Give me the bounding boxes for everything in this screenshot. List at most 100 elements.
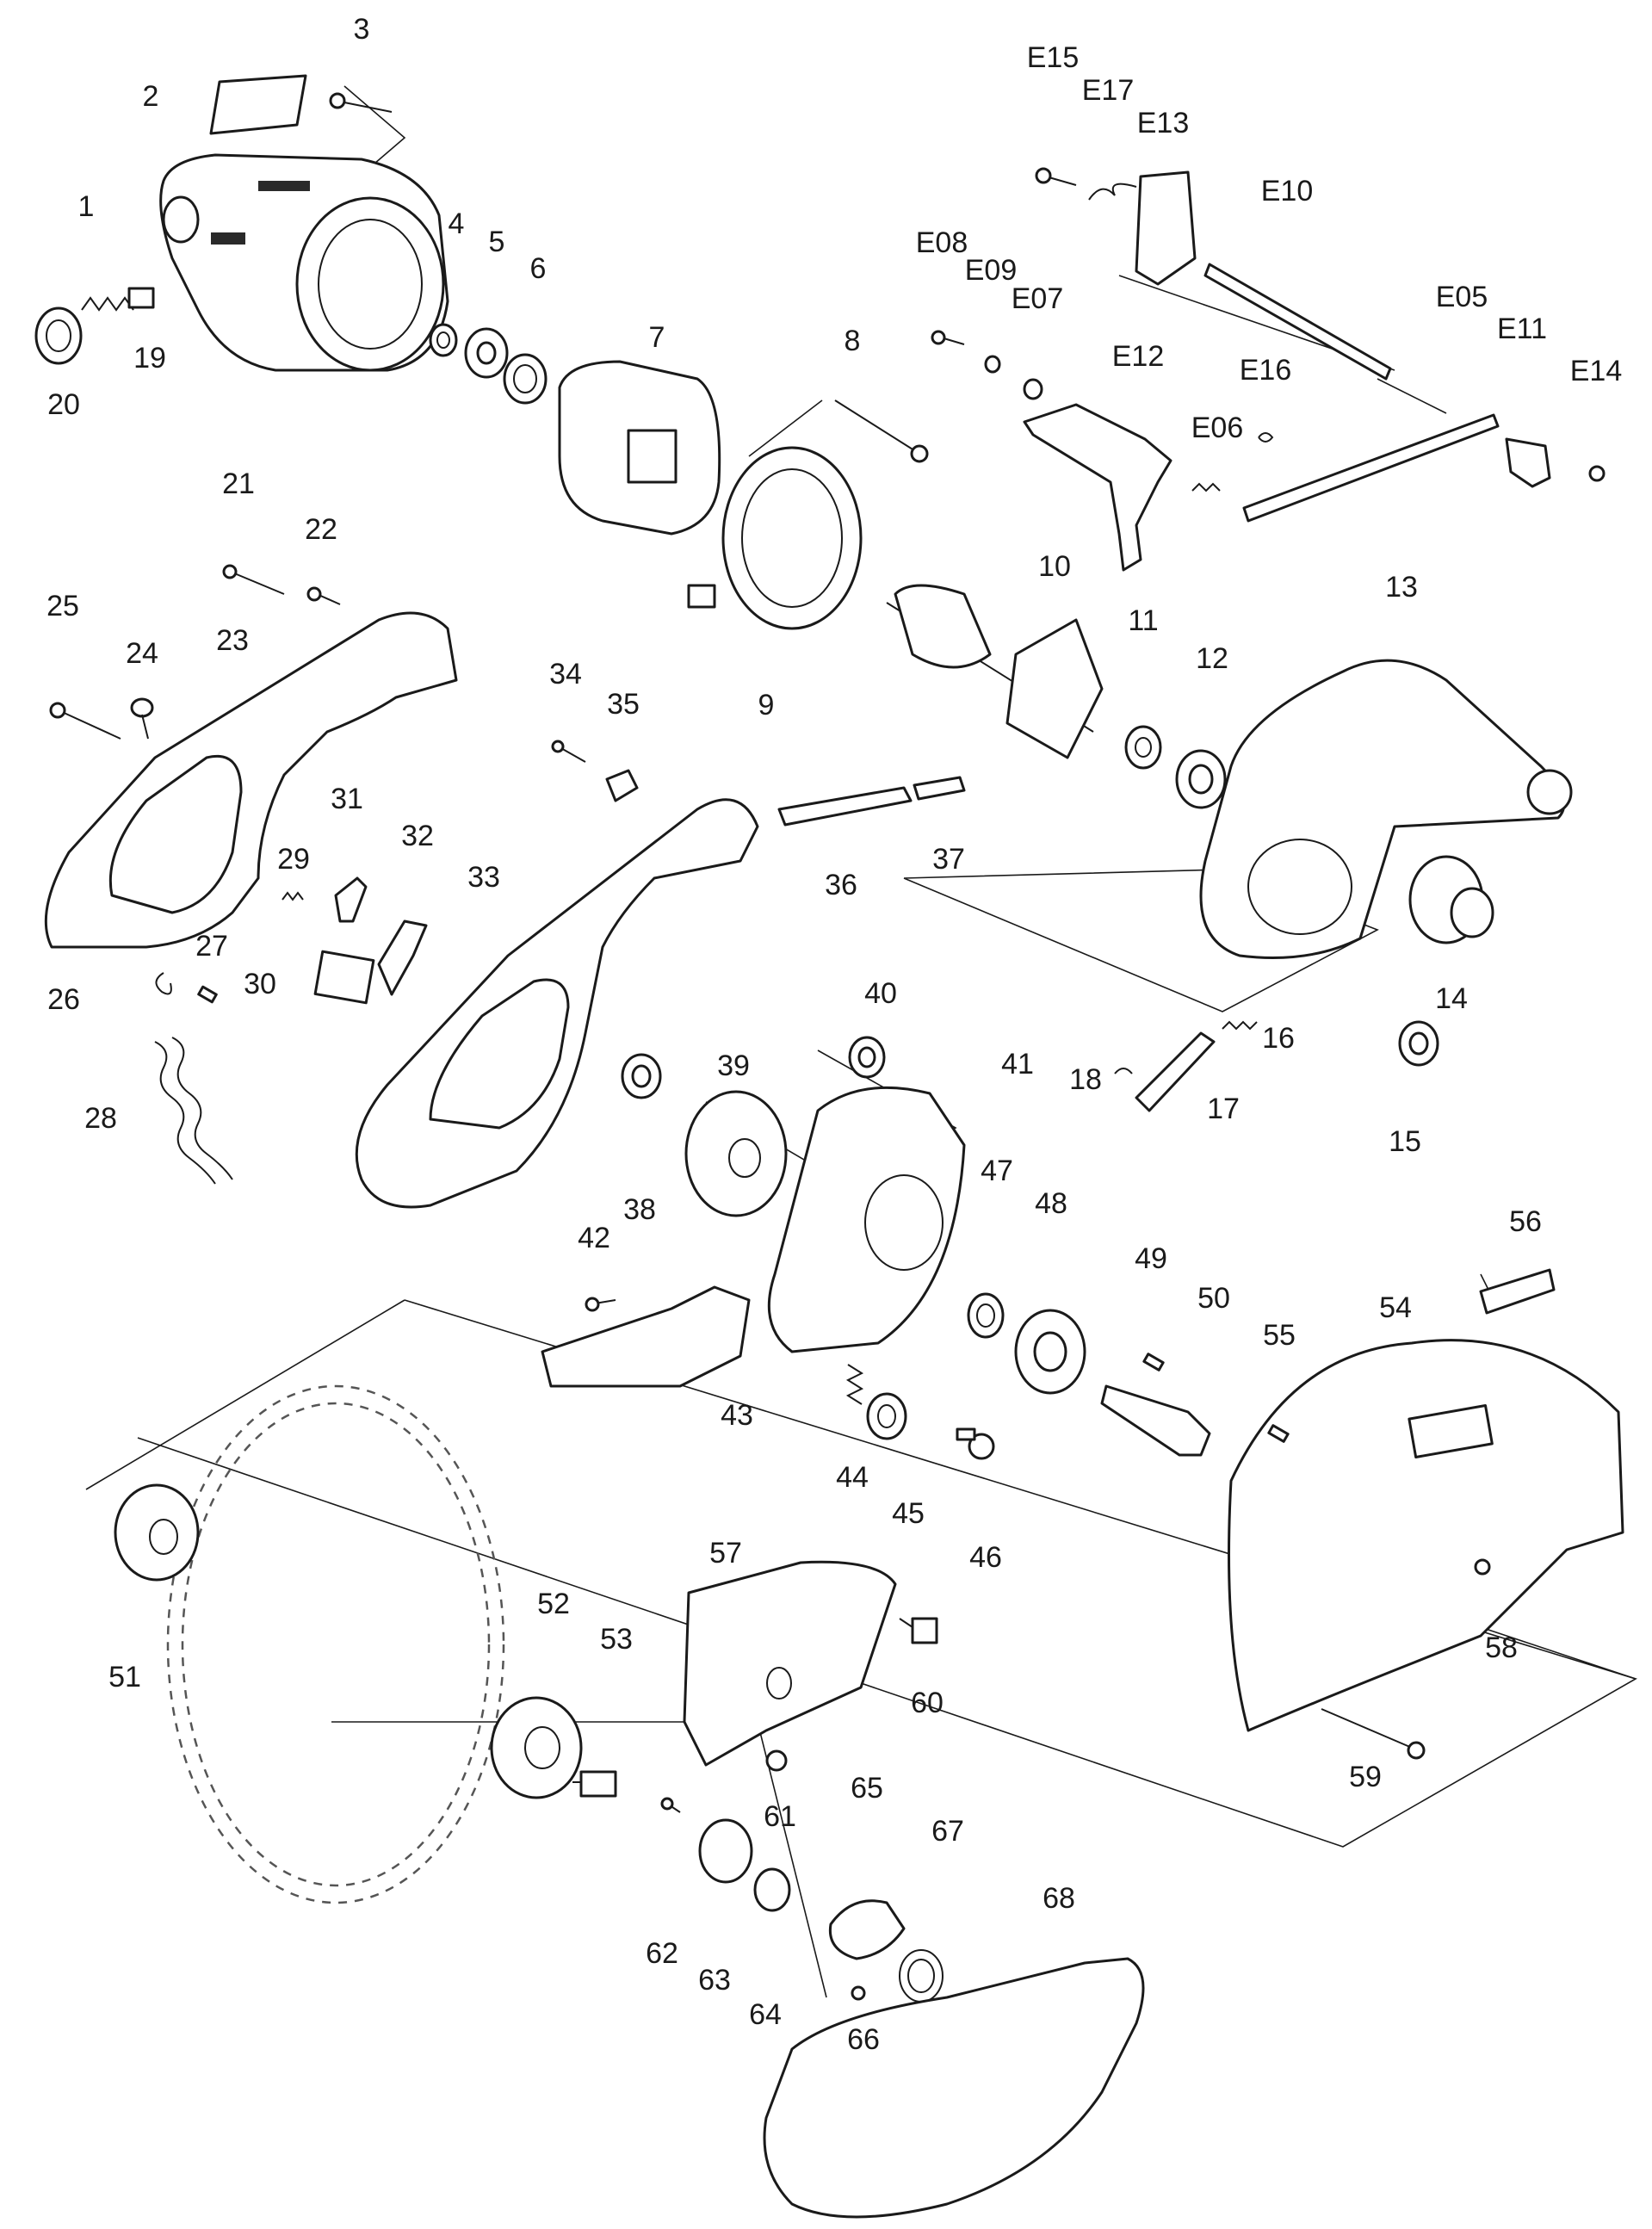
brush-holder-19 <box>81 287 155 312</box>
washer-E07 <box>1023 378 1043 400</box>
switch-trigger-32 <box>377 919 428 996</box>
part-label-47: 47 <box>981 1155 1013 1187</box>
screw-61 <box>765 1749 788 1772</box>
part-label-7: 7 <box>649 321 665 354</box>
safety-cover-54 <box>1228 1339 1624 1732</box>
gear-39 <box>684 1090 788 1217</box>
part-label-e15: E15 <box>1027 41 1080 74</box>
part-label-31: 31 <box>331 783 363 815</box>
part-label-e06: E06 <box>1191 412 1244 444</box>
spring-16 <box>1222 1020 1258 1031</box>
bearing-5 <box>464 327 509 379</box>
pin-27 <box>197 985 218 1004</box>
retaining-ring-18 <box>1114 1068 1133 1074</box>
part-label-48: 48 <box>1035 1187 1067 1220</box>
clip-E16 <box>1258 432 1274 443</box>
part-label-5: 5 <box>489 226 505 258</box>
handle-cover-33 <box>355 798 759 1209</box>
part-label-52: 52 <box>537 1588 570 1620</box>
part-label-60: 60 <box>911 1687 944 1719</box>
key-49 <box>1142 1353 1165 1371</box>
label-56 <box>1479 1268 1556 1315</box>
part-label-17: 17 <box>1207 1093 1240 1125</box>
bearing-48 <box>1014 1309 1086 1395</box>
part-label-e12: E12 <box>1112 340 1165 373</box>
part-label-56: 56 <box>1509 1205 1542 1238</box>
part-label-e17: E17 <box>1082 74 1135 107</box>
part-label-51: 51 <box>108 1661 141 1693</box>
part-label-55: 55 <box>1263 1319 1296 1352</box>
screw-62 <box>660 1797 681 1813</box>
part-label-18: 18 <box>1069 1063 1102 1096</box>
bearing-12 <box>1175 749 1227 809</box>
bearing-38 <box>621 1053 662 1099</box>
part-label-53: 53 <box>600 1623 633 1656</box>
part-label-45: 45 <box>892 1497 925 1530</box>
part-label-2: 2 <box>143 80 159 113</box>
switch-30 <box>313 950 375 1005</box>
saw-blade-outline <box>166 1384 505 1904</box>
part-label-8: 8 <box>845 325 861 357</box>
part-label-28: 28 <box>84 1102 117 1135</box>
pin-46 <box>956 1427 995 1460</box>
brush-cap-20 <box>34 306 83 365</box>
shaft-36 <box>777 786 913 827</box>
seal-6 <box>503 353 548 405</box>
part-label-16: 16 <box>1262 1022 1295 1055</box>
part-label-26: 26 <box>47 983 80 1016</box>
bracket-E11 <box>1505 437 1551 488</box>
clip-26 <box>155 972 172 995</box>
part-label-23: 23 <box>216 624 249 657</box>
part-label-15: 15 <box>1389 1125 1421 1158</box>
part-label-19: 19 <box>133 342 166 375</box>
spring-29 <box>282 891 304 901</box>
shaft-E10 <box>1203 263 1392 381</box>
part-label-34: 34 <box>549 658 582 690</box>
baffle-ring-9 <box>687 446 863 630</box>
part-label-54: 54 <box>1379 1291 1412 1324</box>
chain-28 <box>154 1037 233 1185</box>
washer-4 <box>429 323 458 357</box>
part-label-25: 25 <box>46 590 79 622</box>
armature-10 <box>886 584 1104 759</box>
cover-plate-57 <box>683 1560 897 1767</box>
part-label-24: 24 <box>126 637 158 670</box>
tube-37 <box>913 776 966 801</box>
screw-21 <box>222 564 285 595</box>
part-label-62: 62 <box>646 1937 678 1970</box>
screw-E14 <box>1588 465 1606 482</box>
part-label-66: 66 <box>847 2023 880 2056</box>
part-label-e09: E09 <box>965 254 1018 287</box>
part-label-22: 22 <box>305 513 337 546</box>
part-label-e10: E10 <box>1261 175 1314 207</box>
part-label-3: 3 <box>354 13 370 46</box>
part-label-10: 10 <box>1038 550 1071 583</box>
screw-58 <box>1474 1558 1491 1576</box>
part-label-e11: E11 <box>1497 313 1547 345</box>
pin-17 <box>1135 1031 1216 1112</box>
part-label-21: 21 <box>222 467 255 500</box>
part-label-35: 35 <box>607 688 640 721</box>
part-label-9: 9 <box>758 689 775 721</box>
part-label-64: 64 <box>749 1998 782 2031</box>
bolt-60 <box>899 1617 938 1644</box>
spring-E17 <box>1088 183 1137 201</box>
part-label-43: 43 <box>721 1399 753 1432</box>
handle-23 <box>44 611 458 949</box>
part-label-29: 29 <box>277 843 310 876</box>
part-label-38: 38 <box>623 1193 656 1226</box>
spring-E06 <box>1191 482 1221 492</box>
seal-47 <box>967 1292 1005 1339</box>
screw-E08 <box>931 330 965 345</box>
spring-44 <box>845 1364 864 1405</box>
part-label-41: 41 <box>1001 1048 1034 1080</box>
part-label-65: 65 <box>851 1772 883 1805</box>
screw-25 <box>49 702 121 740</box>
part-label-12: 12 <box>1196 642 1228 675</box>
plate-E13 <box>1135 170 1197 286</box>
screw-E15 <box>1035 167 1077 186</box>
part-label-11: 11 <box>1128 604 1158 637</box>
part-label-67: 67 <box>931 1815 964 1848</box>
part-label-44: 44 <box>836 1461 869 1494</box>
